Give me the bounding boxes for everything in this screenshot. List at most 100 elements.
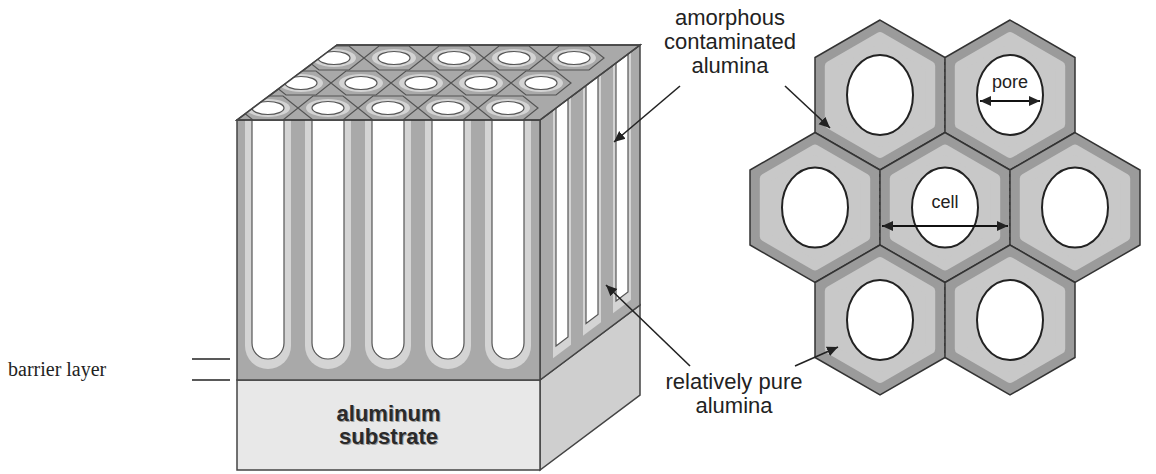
top-cell-wall: [399, 74, 443, 92]
top-cell-wall: [459, 74, 503, 92]
top-pore: [432, 102, 464, 115]
cell-boundary-dashed: [880, 170, 881, 245]
top-pore: [525, 77, 557, 90]
pure-alumina-region: [895, 150, 995, 266]
top-cell-wall: [366, 99, 410, 117]
pure-alumina-region: [1025, 150, 1125, 266]
top-face-outline: [237, 45, 640, 120]
top-cell-wall: [306, 99, 350, 117]
pore-wall: [485, 120, 531, 369]
side-pore-wall: [613, 52, 631, 314]
top-cell-wall: [426, 99, 470, 117]
top-cell-wall: [486, 99, 530, 117]
top-cell-hexagon: [358, 96, 418, 120]
pore-channel: [372, 120, 404, 359]
top-pore: [492, 102, 524, 115]
top-pore: [318, 52, 350, 65]
hexagonal-top-view: [750, 20, 1140, 395]
top-cell-hexagon: [298, 96, 358, 120]
pore-circle: [912, 168, 978, 248]
pore-circle: [847, 280, 913, 360]
leader-arrow: [795, 347, 838, 366]
top-cell-hexagon: [304, 46, 364, 70]
side-pore-wall: [553, 97, 571, 359]
top-pore: [405, 77, 437, 90]
cell-boundary-dashed: [945, 283, 946, 357]
side-pore-wall: [583, 74, 601, 336]
porous-block: [237, 45, 640, 470]
top-cell-hexagon: [364, 46, 424, 70]
side-pore-channel: [616, 54, 628, 301]
top-cell-wall: [492, 49, 536, 67]
pore-wall: [425, 120, 471, 369]
cell-hexagon: [815, 245, 945, 395]
top-cell-hexagon: [544, 46, 604, 70]
top-cell-hexagon: [271, 71, 331, 95]
top-cell-hexagon: [424, 46, 484, 70]
top-cell-hexagon: [478, 96, 538, 120]
top-cell-hexagon: [391, 71, 451, 95]
barrier-mark-line: [192, 358, 230, 360]
pore-wall: [365, 120, 411, 369]
pore-dimension-arrow: [980, 100, 1040, 102]
layer-label: relatively pure alumina: [665, 370, 803, 418]
pore-channel: [432, 120, 464, 359]
pure-alumina-region: [765, 150, 865, 266]
pore-channel: [252, 120, 284, 359]
pure-alumina-region: [960, 37, 1060, 153]
top-cell-wall: [519, 74, 563, 92]
pore-channel: [492, 120, 524, 359]
top-cell-wall: [432, 49, 476, 67]
pure-alumina-region: [960, 262, 1060, 378]
top-pore: [345, 77, 377, 90]
dimension-label: cell: [915, 190, 975, 214]
barrier-mark-line: [192, 379, 230, 381]
substrate-label: aluminum substrate: [319, 402, 459, 448]
top-pore: [438, 52, 470, 65]
top-cell-hexagon: [511, 71, 571, 95]
leader-arrow: [614, 86, 680, 142]
top-cell-hexagon: [331, 71, 391, 95]
cell-boundary-dashed: [945, 58, 946, 132]
top-cell-wall: [372, 49, 416, 67]
pore-circle: [782, 168, 848, 248]
cell-hexagon: [945, 245, 1075, 395]
leader-arrow: [785, 86, 830, 128]
pore-circle: [847, 55, 913, 135]
pore-wall: [245, 120, 291, 369]
top-cell-hexagon: [238, 96, 298, 120]
pore-circle: [977, 280, 1043, 360]
barrier-label: barrier layer: [8, 357, 106, 381]
top-cell-hexagon: [451, 71, 511, 95]
top-cell-wall: [339, 74, 383, 92]
pore-wall: [305, 120, 351, 369]
dimension-label: pore: [980, 70, 1040, 94]
pure-alumina-region: [830, 37, 930, 153]
pore-circle: [977, 55, 1043, 135]
top-pore: [498, 52, 530, 65]
substrate-front-face: [237, 380, 540, 470]
top-pore: [372, 102, 404, 115]
top-cell-hexagon: [418, 96, 478, 120]
top-pore: [312, 102, 344, 115]
top-pore: [558, 52, 590, 65]
top-pore: [285, 77, 317, 90]
top-pore: [465, 77, 497, 90]
cell-dimension-arrow: [882, 225, 1008, 227]
pore-circle: [1042, 168, 1108, 248]
side-pore-channel: [586, 77, 598, 324]
layer-label: amorphous contaminated alumina: [655, 6, 805, 78]
top-pore: [252, 102, 284, 115]
top-cell-hexagon: [484, 46, 544, 70]
pore-channel: [312, 120, 344, 359]
top-pore: [378, 52, 410, 65]
top-cell-wall: [552, 49, 596, 67]
substrate-block: aluminum substrate: [237, 380, 540, 470]
porous-front-face: [237, 120, 540, 380]
cell-boundary-dashed: [1010, 170, 1011, 245]
top-cells: [238, 46, 604, 120]
leader-arrow: [606, 285, 690, 366]
side-pore-channel: [556, 99, 568, 346]
pure-alumina-region: [830, 262, 930, 378]
